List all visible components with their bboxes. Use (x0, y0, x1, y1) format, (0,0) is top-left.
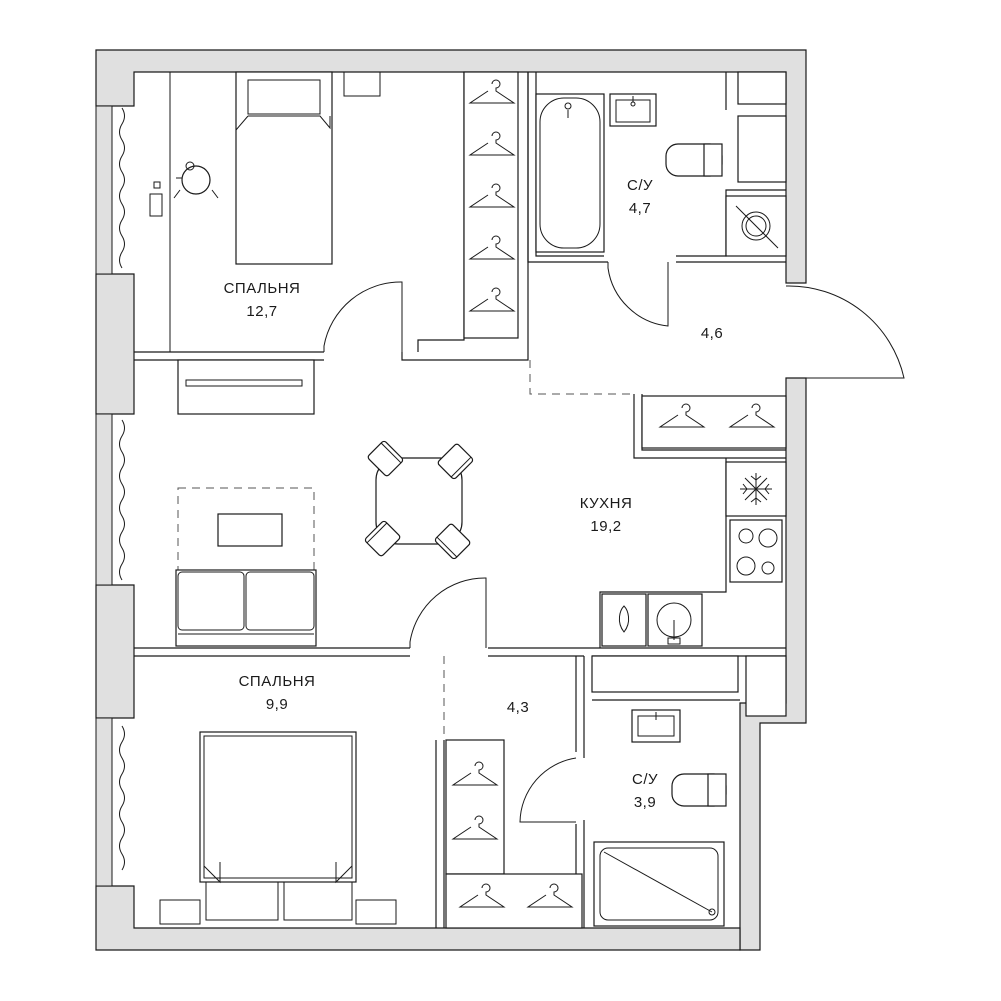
bathroom-1-fixtures (535, 93, 779, 253)
room-area-bedroom-2: 9,9 (266, 696, 288, 713)
doors (323, 262, 905, 823)
boiler-icon (735, 205, 779, 249)
chair-icon (173, 161, 219, 199)
bedroom-1-furniture (149, 71, 515, 352)
sofa-icon (175, 569, 317, 647)
kitchen-appliances (618, 473, 778, 645)
bathroom-2-fixtures (593, 709, 727, 927)
chair-icon (364, 520, 401, 557)
sink-icon (656, 602, 692, 645)
bedroom-2-furniture (159, 731, 573, 925)
sink-icon (631, 709, 681, 743)
shower-icon (593, 841, 725, 927)
room-name-bathroom-1: С/У (627, 177, 653, 194)
chair-icon (434, 523, 471, 560)
fridge-icon (740, 473, 772, 505)
chair-icon (367, 440, 404, 477)
room-name-bedroom-1: СПАЛЬНЯ (224, 280, 301, 297)
room-labels: СПАЛЬНЯ 12,7 С/У 4,7 4,6 КУХНЯ 19,2 СПАЛ… (224, 177, 723, 811)
room-area-hallway: 4,6 (701, 325, 723, 342)
tv-stand (177, 359, 315, 415)
bed-icon (199, 731, 357, 884)
room-area-corridor: 4,3 (507, 699, 529, 716)
toilet-icon (671, 773, 727, 807)
bed-icon (235, 71, 333, 265)
living-furniture (175, 359, 474, 647)
chair-icon (437, 443, 474, 480)
room-name-bathroom-2: С/У (632, 771, 658, 788)
sink-icon (609, 93, 657, 127)
room-area-bathroom-2: 3,9 (634, 794, 656, 811)
faucet-icon (618, 605, 630, 633)
outer-walls (95, 49, 807, 951)
coffee-table (217, 513, 283, 547)
room-area-bedroom-1: 12,7 (246, 303, 277, 320)
room-name-kitchen: КУХНЯ (580, 495, 633, 512)
stove-icon (736, 528, 778, 576)
table-icon (375, 457, 463, 545)
room-area-kitchen: 19,2 (590, 518, 621, 535)
bathtub-icon (535, 93, 605, 253)
room-name-bedroom-2: СПАЛЬНЯ (239, 673, 316, 690)
toilet-icon (665, 143, 723, 177)
room-area-bathroom-1: 4,7 (629, 200, 651, 217)
